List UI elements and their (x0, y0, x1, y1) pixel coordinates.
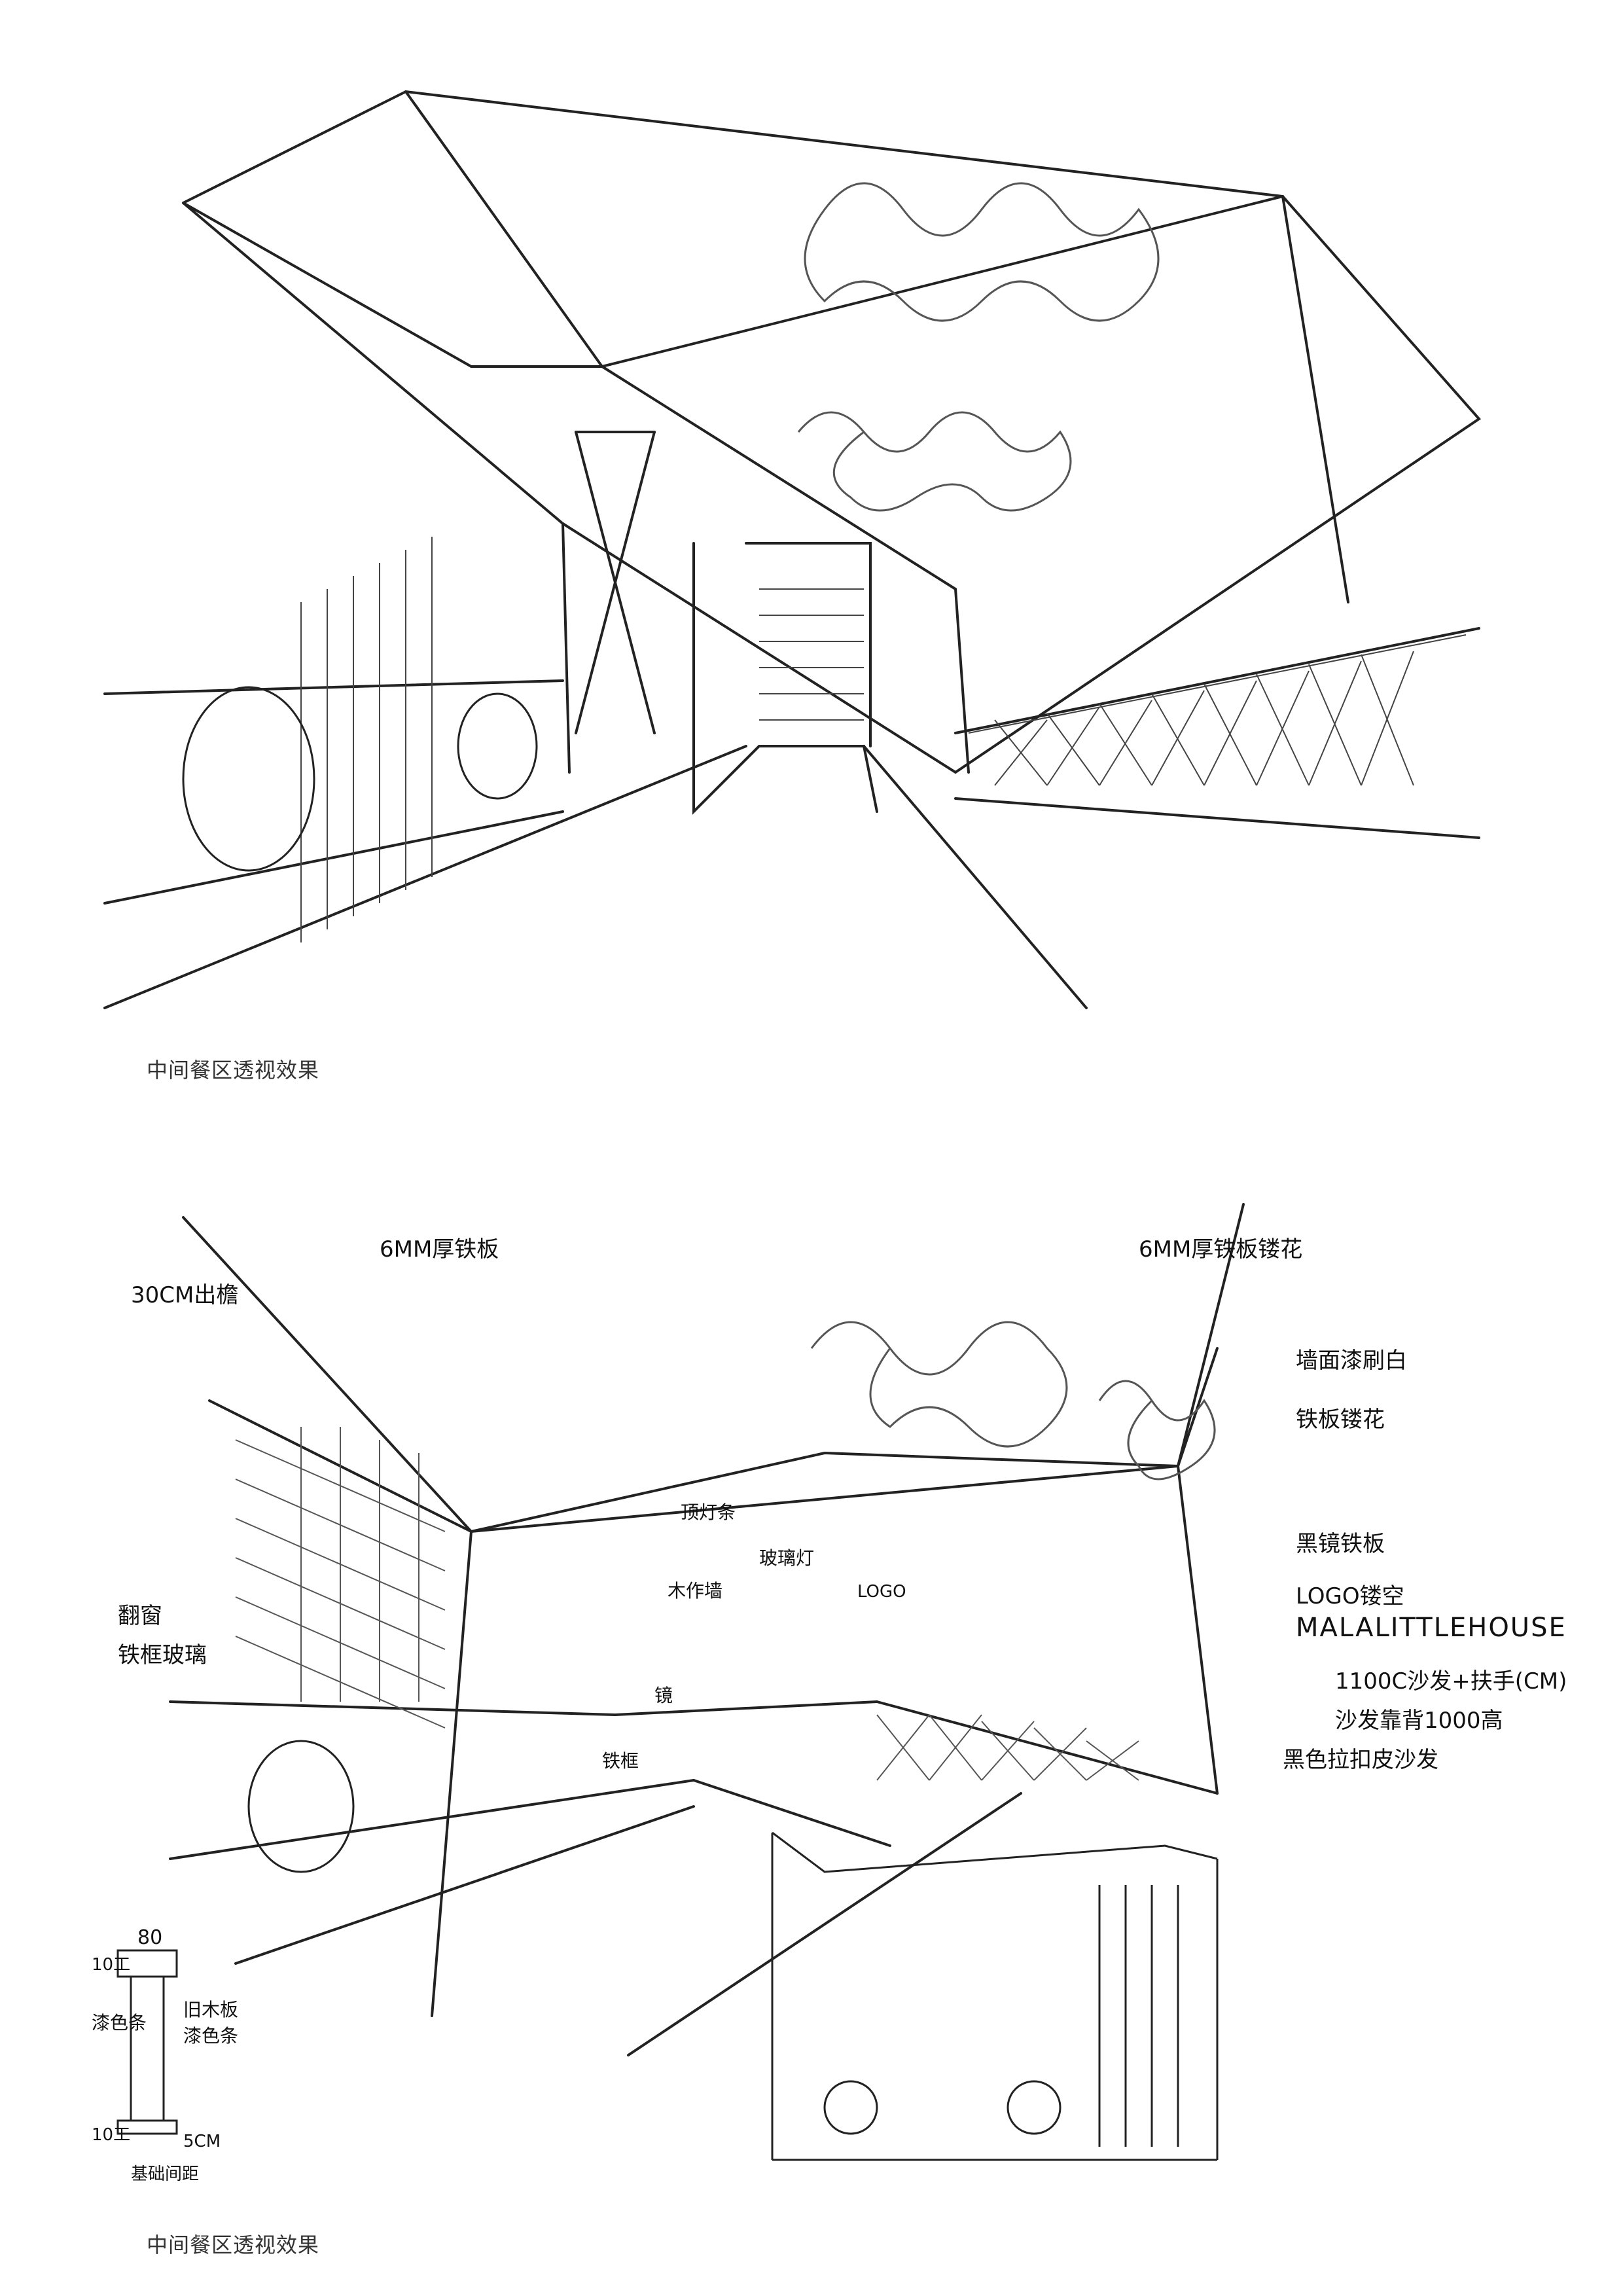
note-logo: LOGO镂空 (1296, 1583, 1404, 1609)
top-perspective-sketch (103, 90, 1482, 1009)
note-steel-plate: 6MM厚铁板 (380, 1236, 499, 1263)
note-glass-lamp: 玻璃灯 (759, 1547, 814, 1569)
bottom-perspective-sketch: 6MM厚铁板 30CM出檐 6MM厚铁板镂花 墙面漆刷白 铁板镂花 黑镜铁板 L… (92, 1203, 1567, 2184)
top-sketch-chairs (182, 686, 538, 872)
bottom-sketch-chair (247, 1740, 355, 1873)
note-black-leather: 黑色拉扣皮沙发 (1283, 1747, 1438, 1773)
note-top-lamp: 顶灯条 (681, 1501, 736, 1523)
bottom-sketch-annotations: 6MM厚铁板 30CM出檐 6MM厚铁板镂花 墙面漆刷白 铁板镂花 黑镜铁板 L… (92, 1236, 1567, 2184)
note-sofa-back: 沙发靠背1000高 (1335, 1708, 1503, 1734)
note-wood-wall: 木作墙 (668, 1580, 722, 1602)
bottom-sketch-hatching (235, 1427, 1139, 1781)
note-corrugated: 6MM厚铁板镂花 (1139, 1236, 1302, 1263)
note-sofa-size: 1100C沙发+扶手(CM) (1335, 1668, 1567, 1695)
detail-wood: 旧木板 (183, 1999, 238, 2020)
detail-side-strip: 漆色条 (92, 2012, 147, 2034)
detail-5cm: 5CM (183, 2132, 221, 2151)
note-logo-glass: LOGO (857, 1582, 906, 1602)
section-detail-sketch (771, 1831, 1219, 2161)
note-brand: MALALITTLEHOUSE (1296, 1613, 1567, 1643)
note-iron-glass: 铁框玻璃 (118, 1642, 207, 1668)
detail-width: 80 (137, 1926, 162, 1949)
note-iron-carved: 铁板镂花 (1296, 1407, 1385, 1433)
bottom-sketch-frame-lines (169, 1203, 1245, 2056)
top-caption: 中间餐区透视效果 (147, 1058, 320, 1083)
note-eave: 30CM出檐 (131, 1282, 238, 1308)
detail-base: 基础间距 (131, 2164, 199, 2184)
note-window: 翻窗 (118, 1603, 162, 1629)
top-sketch-hatching (300, 537, 1467, 942)
detail-top-label: 10工 (92, 1955, 130, 1975)
bottom-sketch-cloud-scribble (810, 1321, 1216, 1480)
top-sketch-cloud-scribble (797, 182, 1160, 512)
note-mirror: 镜 (654, 1685, 673, 1706)
note-iron-frame: 铁框 (602, 1750, 639, 1772)
bottom-caption: 中间餐区透视效果 (147, 2233, 320, 2257)
note-black-steel: 黑镜铁板 (1296, 1531, 1385, 1557)
detail-bottom-label: 10工 (92, 2125, 130, 2145)
detail-wood-strip: 漆色条 (183, 2025, 238, 2047)
column-detail-sketch (116, 1949, 178, 2135)
top-sketch-frame-lines (103, 90, 1482, 1009)
note-wall-paint: 墙面漆刷白 (1296, 1348, 1407, 1374)
